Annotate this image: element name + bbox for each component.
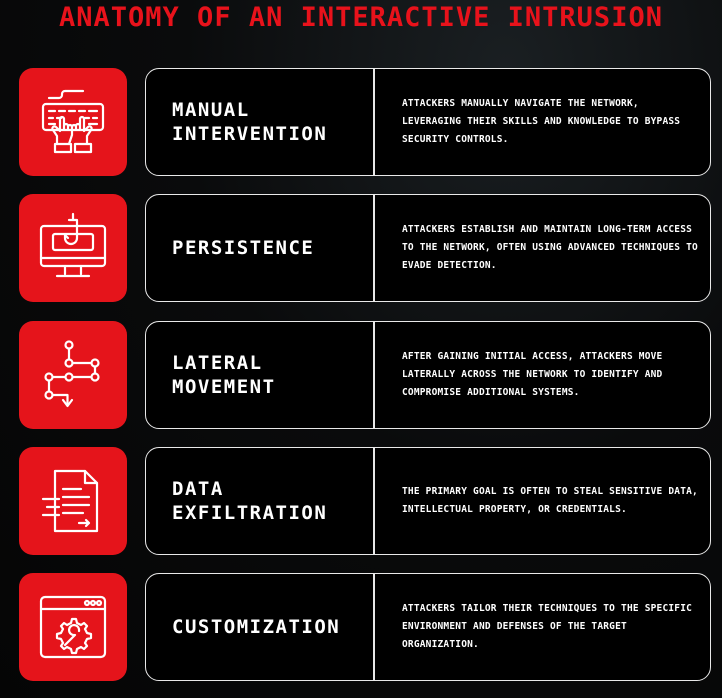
network-path-icon — [44, 340, 100, 408]
browser-gear-icon — [39, 595, 107, 659]
icon-tile — [19, 573, 127, 681]
step-card: LATERAL MOVEMENT AFTER GAINING INITIAL A… — [145, 321, 711, 429]
step-description: THE PRIMARY GOAL IS OFTEN TO STEAL SENSI… — [402, 486, 698, 515]
icon-tile — [19, 194, 127, 302]
step-heading: PERSISTENCE — [172, 237, 315, 259]
intrusion-step-customization: CUSTOMIZATION ATTACKERS TAILOR THEIR TEC… — [0, 573, 722, 681]
icon-tile — [19, 68, 127, 176]
card-divider — [373, 574, 375, 680]
step-card: DATA EXFILTRATION THE PRIMARY GOAL IS OF… — [145, 447, 711, 555]
monitor-hook-icon — [39, 212, 107, 278]
step-card: PERSISTENCE ATTACKERS ESTABLISH AND MAIN… — [145, 194, 711, 302]
step-description: AFTER GAINING INITIAL ACCESS, ATTACKERS … — [402, 351, 663, 398]
card-divider — [373, 322, 375, 428]
intrusion-step-persistence: PERSISTENCE ATTACKERS ESTABLISH AND MAIN… — [0, 194, 722, 302]
page-title: ANATOMY OF AN INTERACTIVE INTRUSION — [59, 2, 663, 33]
step-heading: LATERAL MOVEMENT — [172, 352, 276, 398]
step-description: ATTACKERS MANUALLY NAVIGATE THE NETWORK,… — [402, 98, 681, 145]
card-divider — [373, 69, 375, 175]
keyboard-hands-icon — [41, 89, 105, 154]
step-heading: DATA EXFILTRATION — [172, 478, 328, 524]
step-card: CUSTOMIZATION ATTACKERS TAILOR THEIR TEC… — [145, 573, 711, 681]
intrusion-step-lateral-movement: LATERAL MOVEMENT AFTER GAINING INITIAL A… — [0, 321, 722, 429]
step-heading: CUSTOMIZATION — [172, 616, 341, 638]
document-exfil-icon — [41, 469, 99, 533]
intrusion-step-data-exfiltration: DATA EXFILTRATION THE PRIMARY GOAL IS OF… — [0, 447, 722, 555]
icon-tile — [19, 447, 127, 555]
intrusion-step-manual-intervention: MANUAL INTERVENTION ATTACKERS MANUALLY N… — [0, 68, 722, 176]
icon-tile — [19, 321, 127, 429]
card-divider — [373, 195, 375, 301]
step-card: MANUAL INTERVENTION ATTACKERS MANUALLY N… — [145, 68, 711, 176]
card-divider — [373, 448, 375, 554]
step-description: ATTACKERS TAILOR THEIR TECHNIQUES TO THE… — [402, 603, 693, 650]
step-description: ATTACKERS ESTABLISH AND MAINTAIN LONG-TE… — [402, 224, 698, 271]
step-heading: MANUAL INTERVENTION — [172, 99, 328, 145]
